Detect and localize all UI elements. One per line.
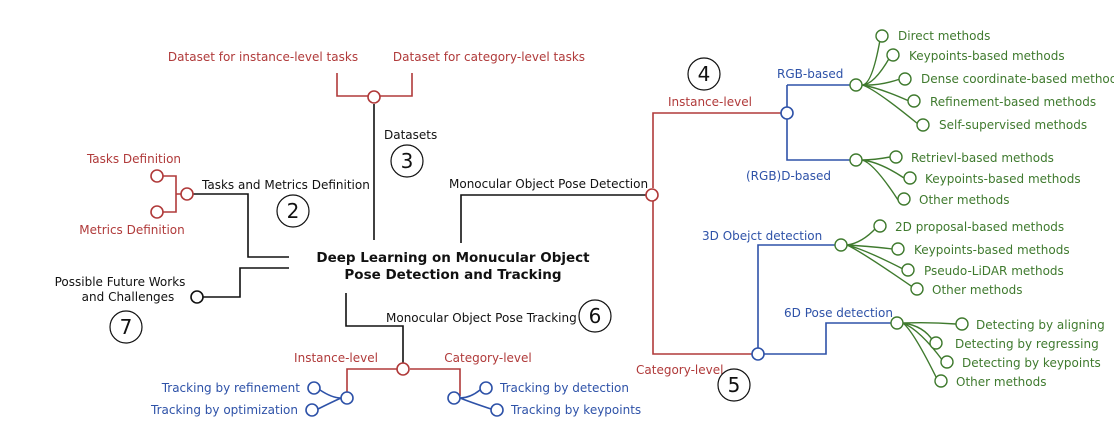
section-number-6 [578, 299, 612, 333]
metrics-definition-label: Metrics Definition [79, 223, 184, 237]
detection-category-label: Category-level [636, 363, 723, 377]
section-number-4-text: 4 [698, 62, 711, 86]
tracking-category-label: Category-level [444, 351, 531, 365]
section-number-3 [390, 144, 424, 178]
section-number-5 [717, 368, 751, 402]
section-number-4 [687, 57, 721, 91]
rgb-child-keypoints-node[interactable] [886, 48, 900, 62]
section-number-7-text: 7 [120, 315, 133, 339]
det6d-child-other-node[interactable] [934, 374, 948, 388]
det6d-child-keypoints-node[interactable] [940, 355, 954, 369]
tracking-instance-label: Instance-level [294, 351, 378, 365]
detection-instance-label: Instance-level [668, 95, 752, 109]
rgb-child-selfsup-node[interactable] [916, 118, 930, 132]
tracking-category-node[interactable] [447, 391, 461, 405]
rgb-child-keypoints: Keypoints-based methods [909, 49, 1065, 63]
tracking-detection-node[interactable] [479, 381, 493, 395]
detection-category-node[interactable] [751, 347, 765, 361]
section-number-7 [109, 310, 143, 344]
det6d-child-regressing: Detecting by regressing [955, 337, 1099, 351]
detection-branch: Monocular Object Pose Detection Instance… [449, 29, 1114, 402]
rgb-based-node[interactable] [849, 78, 863, 92]
tracking-node[interactable] [396, 362, 410, 376]
tasks-definition-node[interactable] [150, 169, 164, 183]
det6d-child-aligning: Detecting by aligning [976, 318, 1105, 332]
rgbd-child-other-node[interactable] [897, 192, 911, 206]
rgb-child-selfsup: Self-supervised methods [939, 118, 1087, 132]
datasets-label: Datasets [384, 128, 437, 142]
section-number-2-text: 2 [287, 199, 300, 223]
tracking-refinement-node[interactable] [307, 381, 321, 395]
rgb-child-direct-node[interactable] [875, 29, 889, 43]
tracking-detection-label: Tracking by detection [499, 381, 629, 395]
future-label-line2: and Challenges [82, 290, 175, 304]
rgb-child-refinement-node[interactable] [907, 94, 921, 108]
rgb-child-dense: Dense coordinate-based methods [921, 72, 1114, 86]
det3d-child-other-node[interactable] [910, 282, 924, 296]
det3d-child-pseudolidar-node[interactable] [901, 263, 915, 277]
tasks-branch: Tasks Definition Metrics Definition Task… [79, 152, 370, 258]
det3d-child-keypoints: Keypoints-based methods [914, 243, 1070, 257]
central-title-line1: Deep Learning on Monucular Object [316, 250, 590, 266]
rgbd-child-keypoints: Keypoints-based methods [925, 172, 1081, 186]
rgb-child-dense-node[interactable] [898, 72, 912, 86]
det6d-child-aligning-node[interactable] [955, 317, 969, 331]
datasets-child-category: Dataset for category-level tasks [393, 50, 585, 64]
tracking-label: Monocular Object Pose Tracking [386, 311, 577, 325]
rgb-based-label: RGB-based [777, 67, 843, 81]
det3d-child-2dproposal: 2D proposal-based methods [895, 220, 1064, 234]
det3d-child-keypoints-node[interactable] [891, 242, 905, 256]
det3d-node[interactable] [834, 238, 848, 252]
rgbd-based-label: (RGB)D-based [746, 169, 831, 183]
rgbd-child-retrieval: Retrievl-based methods [911, 151, 1054, 165]
det3d-child-pseudolidar: Pseudo-LiDAR methods [924, 264, 1064, 278]
tracking-keypoints-node[interactable] [490, 403, 504, 417]
central-title-line2: Pose Detection and Tracking [344, 267, 561, 283]
rgb-child-direct: Direct methods [898, 29, 990, 43]
det6d-child-keypoints: Detecting by keypoints [962, 356, 1101, 370]
detection-node[interactable] [645, 188, 659, 202]
future-node[interactable] [190, 290, 204, 304]
tasks-definition-label: Tasks Definition [86, 152, 181, 166]
tasks-label: Tasks and Metrics Definition [201, 178, 370, 192]
tracking-instance-node[interactable] [340, 391, 354, 405]
datasets-child-instance: Dataset for instance-level tasks [168, 50, 358, 64]
section-number-5-text: 5 [728, 373, 741, 397]
rgbd-child-retrieval-node[interactable] [889, 150, 903, 164]
det3d-child-other: Other methods [932, 283, 1022, 297]
detection-label: Monocular Object Pose Detection [449, 177, 648, 191]
metrics-definition-node[interactable] [150, 205, 164, 219]
rgb-child-refinement: Refinement-based methods [930, 95, 1096, 109]
det6d-label: 6D Pose detection [784, 306, 893, 320]
rgbd-child-keypoints-node[interactable] [903, 171, 917, 185]
section-number-2 [276, 194, 310, 228]
future-branch: Possible Future Works and Challenges 7 [55, 267, 289, 344]
rgbd-child-other: Other methods [919, 193, 1009, 207]
rgbd-based-node[interactable] [849, 153, 863, 167]
tasks-node[interactable] [180, 187, 194, 201]
section-number-3-text: 3 [401, 149, 414, 173]
datasets-branch: Dataset for instance-level tasks Dataset… [168, 50, 585, 240]
det6d-node[interactable] [890, 316, 904, 330]
tracking-refinement-label: Tracking by refinement [161, 381, 301, 395]
det6d-child-regressing-node[interactable] [929, 336, 943, 350]
tracking-branch: Monocular Object Pose Tracking 6 Instanc… [150, 293, 641, 417]
section-number-6-text: 6 [589, 304, 602, 328]
det3d-child-2dproposal-node[interactable] [873, 219, 887, 233]
tracking-optimization-label: Tracking by optimization [150, 403, 298, 417]
det3d-label: 3D Obejct detection [702, 229, 822, 243]
det6d-child-other: Other methods [956, 375, 1046, 389]
tracking-optimization-node[interactable] [305, 403, 319, 417]
datasets-node[interactable] [367, 90, 381, 104]
tracking-keypoints-label: Tracking by keypoints [510, 403, 641, 417]
detection-instance-node[interactable] [780, 106, 794, 120]
future-label-line1: Possible Future Works [55, 275, 186, 289]
